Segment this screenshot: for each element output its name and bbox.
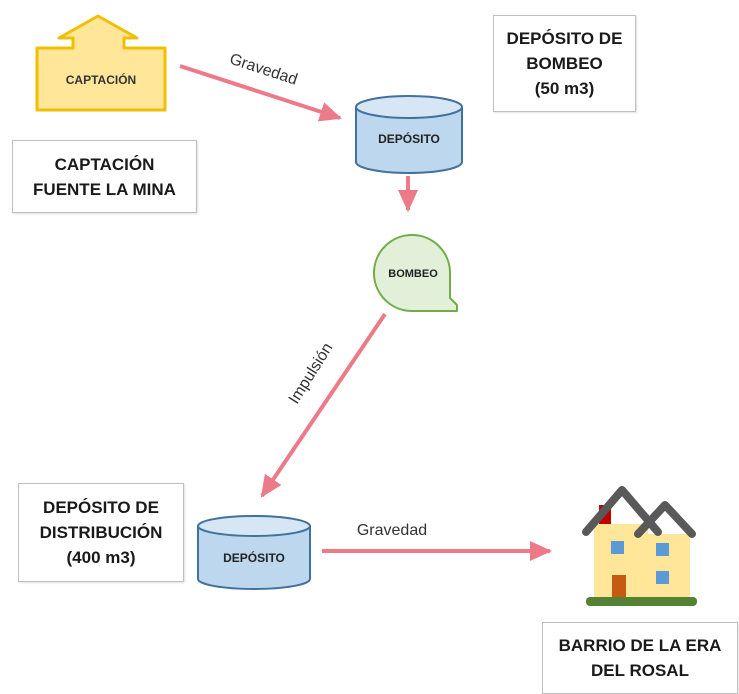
deposito-distribucion-label: DEPÓSITO [223, 550, 285, 565]
arrow-impulsion [260, 312, 387, 498]
label-line: FUENTE LA MINA [33, 179, 176, 199]
bombeo-pump: BOMBEO [373, 234, 458, 312]
deposito-bombeo-tank: DEPÓSITO [355, 95, 463, 174]
deposito-distribucion-tank: DEPÓSITO [197, 515, 311, 590]
house-icon [582, 486, 697, 606]
label-line: DISTRIBUCIÓN [39, 523, 163, 542]
label-line: (50 m3) [534, 79, 595, 98]
label-captacion-fuente: CAPTACIÓN FUENTE LA MINA [12, 140, 197, 213]
label-line: DEPÓSITO DE [506, 29, 623, 48]
label-line: DEPÓSITO DE [43, 498, 159, 517]
label-line: BARRIO DE LA ERA [558, 636, 722, 655]
label-deposito-distribucion: DEPÓSITO DE DISTRIBUCIÓN (400 m3) [18, 483, 184, 582]
label-line: DEL ROSAL [591, 661, 689, 680]
captacion-node: CAPTACIÓN [35, 14, 167, 112]
captacion-label: CAPTACIÓN [66, 72, 136, 87]
arrow-gravedad-1 [179, 64, 342, 122]
bombeo-label: BOMBEO [388, 268, 438, 280]
label-line: (400 m3) [66, 548, 136, 567]
label-barrio: BARRIO DE LA ERA DEL ROSAL [542, 622, 738, 694]
label-line: CAPTACIÓN [54, 154, 155, 174]
label-line: BOMBEO [526, 54, 603, 73]
flow-label-gravedad-2: Gravedad [357, 522, 427, 539]
deposito-bombeo-label: DEPÓSITO [378, 131, 440, 146]
label-deposito-bombeo: DEPÓSITO DE BOMBEO (50 m3) [493, 15, 636, 112]
